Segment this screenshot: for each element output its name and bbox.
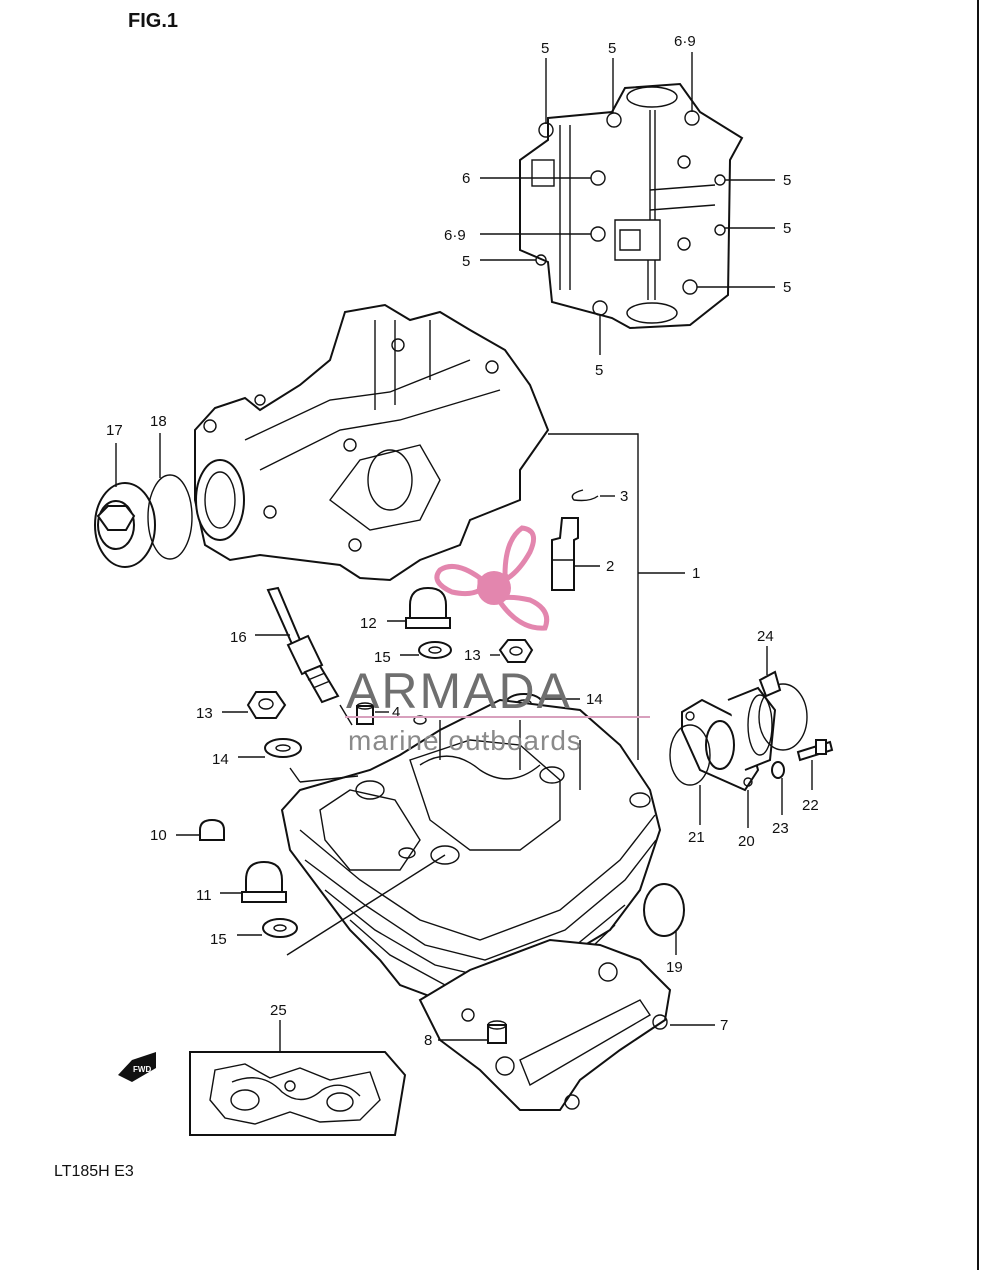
fwd-arrow-icon: FWD bbox=[118, 1052, 156, 1082]
callout-7: 7 bbox=[720, 1017, 728, 1034]
plug-cap bbox=[643, 883, 685, 937]
watermark-brand: ARMADA bbox=[346, 663, 572, 719]
callout-19: 19 bbox=[666, 959, 683, 976]
callout-13: 13 bbox=[464, 647, 481, 664]
callout-5: 5 bbox=[783, 220, 791, 237]
model-code: LT185H E3 bbox=[54, 1163, 134, 1180]
callout-3: 3 bbox=[620, 488, 628, 505]
callout-8: 8 bbox=[424, 1032, 432, 1049]
washer bbox=[264, 738, 302, 758]
washer bbox=[418, 641, 452, 659]
fwd-label: FWD bbox=[133, 1065, 151, 1074]
leader-14-head bbox=[289, 767, 301, 783]
callout-24: 24 bbox=[757, 628, 774, 645]
gasket-set bbox=[189, 1051, 407, 1136]
callout-5: 5 bbox=[783, 279, 791, 296]
o-ring bbox=[147, 474, 193, 560]
tappet-cap bbox=[94, 482, 156, 568]
callout-5: 5 bbox=[783, 172, 791, 189]
spark-plug bbox=[266, 586, 340, 704]
o-ring bbox=[669, 724, 711, 786]
callout-2: 2 bbox=[606, 558, 614, 575]
dowel-pin bbox=[356, 702, 374, 725]
callout-15: 15 bbox=[210, 931, 227, 948]
cylinder-head-gasket bbox=[418, 938, 672, 1111]
callout-18: 18 bbox=[150, 413, 167, 430]
leader-1 bbox=[548, 433, 639, 760]
callout-22: 22 bbox=[802, 797, 819, 814]
callout-1: 1 bbox=[692, 565, 700, 582]
callout-4: 4 bbox=[392, 704, 400, 721]
head-cover-top-view bbox=[519, 82, 744, 330]
rubber-cap bbox=[199, 818, 225, 841]
callout-6-9: 6·9 bbox=[444, 227, 466, 244]
watermark-logo bbox=[434, 525, 550, 631]
flange-nut bbox=[246, 691, 287, 719]
figure-title: FIG.1 bbox=[128, 10, 178, 32]
callout-11: 11 bbox=[196, 887, 212, 904]
leader-16-head bbox=[339, 704, 353, 726]
callout-16: 16 bbox=[230, 629, 247, 646]
valve-guide bbox=[551, 517, 579, 591]
callout-5: 5 bbox=[608, 40, 616, 57]
intake-pipe bbox=[681, 686, 777, 792]
callout-25: 25 bbox=[270, 1002, 287, 1019]
washer bbox=[262, 918, 298, 938]
callout-6-9: 6·9 bbox=[674, 33, 696, 50]
cap-nut bbox=[405, 586, 451, 629]
callout-23: 23 bbox=[772, 820, 789, 837]
watermark-tagline: marine outboards bbox=[348, 725, 582, 756]
valve-guide-clip bbox=[571, 489, 599, 502]
cap-nut bbox=[241, 860, 287, 903]
callout-21: 21 bbox=[688, 829, 705, 846]
callout-5: 5 bbox=[541, 40, 549, 57]
callout-5: 5 bbox=[595, 362, 603, 379]
leader-15-head bbox=[286, 854, 446, 956]
dowel-pin bbox=[487, 1020, 507, 1044]
hose-clamp bbox=[758, 670, 808, 751]
callout-10: 10 bbox=[150, 827, 167, 844]
callout-17: 17 bbox=[106, 422, 123, 439]
callout-15: 15 bbox=[374, 649, 391, 666]
screw bbox=[796, 739, 834, 762]
callout-20: 20 bbox=[738, 833, 755, 850]
callout-12: 12 bbox=[360, 615, 377, 632]
leader-14-head-b bbox=[299, 775, 359, 783]
callout-13: 13 bbox=[196, 705, 213, 722]
callout-6: 6 bbox=[462, 170, 470, 187]
callout-5: 5 bbox=[462, 253, 470, 270]
callout-14: 14 bbox=[212, 751, 229, 768]
top-view-leader-lines bbox=[480, 52, 775, 355]
callout-14: 14 bbox=[586, 691, 603, 708]
flange-nut bbox=[498, 639, 534, 663]
lock-washer bbox=[771, 761, 785, 779]
cylinder-head-cover bbox=[194, 303, 550, 582]
